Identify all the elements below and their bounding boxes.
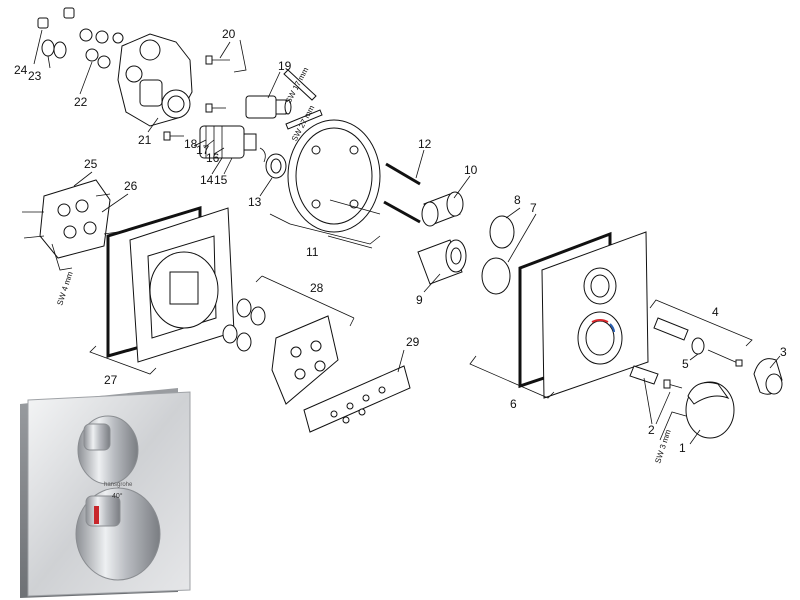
tool-label-sw3: SW 3 mm xyxy=(653,428,673,464)
part-label-1: 1 xyxy=(679,441,686,455)
nut-13 xyxy=(265,153,287,179)
part-label-19: 19 xyxy=(278,59,292,73)
part-label-25: 25 xyxy=(84,157,98,171)
part-label-17: 17 xyxy=(196,143,210,157)
handle-3 xyxy=(753,358,783,395)
part-label-27: 27 xyxy=(104,373,118,387)
part-label-23: 23 xyxy=(28,69,42,83)
part-label-20: 20 xyxy=(222,27,236,41)
part-label-7: 7 xyxy=(530,201,537,215)
part-label-10: 10 xyxy=(464,163,478,177)
part-label-28: 28 xyxy=(310,281,324,295)
part-label-24: 24 xyxy=(14,63,28,77)
sleeve-9 xyxy=(417,239,467,285)
o-rings-28 xyxy=(222,298,266,352)
leader-lines xyxy=(33,29,781,445)
finish-plate-6 xyxy=(518,231,649,399)
part-label-22: 22 xyxy=(74,95,88,109)
part-label-29: 29 xyxy=(406,335,420,349)
part-label-13: 13 xyxy=(248,195,262,209)
parts-4-5 xyxy=(653,317,743,367)
tool-label-sw4: SW 4 mm xyxy=(55,270,75,306)
part-label-2: 2 xyxy=(648,423,655,437)
part-label-5: 5 xyxy=(682,357,689,371)
part-label-3: 3 xyxy=(780,345,787,359)
part-label-21: 21 xyxy=(138,133,152,147)
part-label-18: 18 xyxy=(184,137,198,151)
template-plate-28 xyxy=(271,315,339,405)
temperature-label-photo: 40° xyxy=(112,492,123,500)
product-photo: hansgrohe 40° xyxy=(20,388,191,598)
brand-label-photo: hansgrohe xyxy=(104,482,133,488)
small-fittings-23-24 xyxy=(37,7,124,69)
part-label-16: 16 xyxy=(206,151,220,165)
mounting-bar-29 xyxy=(303,365,411,433)
screws-20 xyxy=(163,39,247,141)
part-label-9: 9 xyxy=(416,293,423,307)
screws-12 xyxy=(383,162,421,224)
wrenches xyxy=(283,69,323,130)
upper-handle-photo xyxy=(77,415,139,485)
handle-1 xyxy=(685,381,735,439)
sleeve-10 xyxy=(421,191,464,227)
lower-handle-photo xyxy=(75,487,161,581)
part-labels: 1 2 3 4 5 6 7 8 9 10 11 12 13 14 15 16 1… xyxy=(14,27,787,455)
extension-ring-11 xyxy=(287,119,381,249)
thermo-cartridge-14-18 xyxy=(199,125,266,163)
part-label-8: 8 xyxy=(514,193,521,207)
part-label-11: 11 xyxy=(306,245,319,259)
hex-key-sw4 xyxy=(51,243,73,271)
part-label-6: 6 xyxy=(510,397,517,411)
o-rings-7-8 xyxy=(481,215,515,295)
part-label-26: 26 xyxy=(124,179,138,193)
plaster-guard-25-26 xyxy=(22,179,119,259)
part-label-14: 14 xyxy=(200,173,214,187)
part-label-12: 12 xyxy=(418,137,432,151)
parts-2 xyxy=(629,365,687,441)
bracket-lines xyxy=(89,213,753,399)
part-label-4: 4 xyxy=(712,305,719,319)
mounting-frame-27 xyxy=(106,205,235,363)
cartridge-19 xyxy=(245,95,292,119)
thermostat-body-21 xyxy=(117,33,193,127)
part-label-15: 15 xyxy=(214,173,228,187)
